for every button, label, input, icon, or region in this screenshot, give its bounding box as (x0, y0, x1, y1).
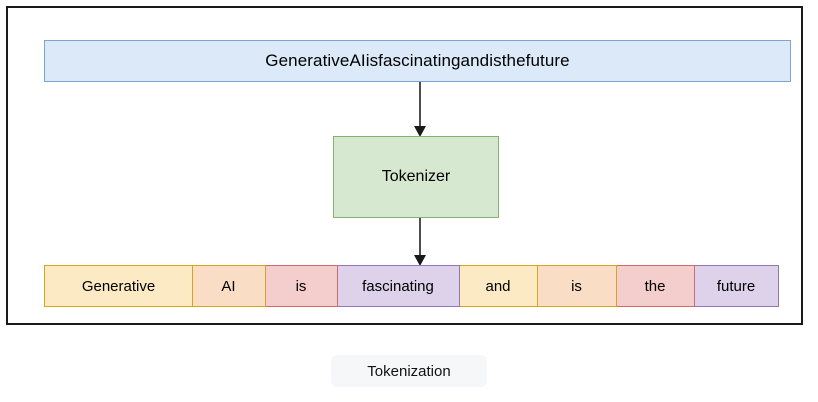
token-cell: is (264, 265, 338, 307)
token-label: is (571, 277, 582, 295)
token-label: fascinating (362, 277, 434, 295)
token-cell: and (458, 265, 538, 307)
tokenizer-box: Tokenizer (333, 136, 499, 218)
arrow-head (414, 255, 426, 266)
tokenizer-label: Tokenizer (381, 168, 451, 185)
token-label: AI (221, 277, 236, 295)
token-cell: Generative (44, 265, 193, 307)
token-cell: future (693, 265, 779, 307)
arrow-head (414, 126, 426, 137)
arrow-tokenizer-to-tokens-icon (414, 218, 427, 266)
token-cell: is (536, 265, 617, 307)
token-label: future (716, 277, 756, 295)
token-label: and (485, 277, 511, 295)
diagram-caption: Tokenization (331, 355, 487, 387)
token-label: is (295, 277, 307, 295)
diagram-caption-label: Tokenization (367, 362, 451, 380)
token-label: Generative (81, 277, 156, 295)
token-cell: fascinating (336, 265, 460, 307)
token-cell: AI (191, 265, 266, 307)
diagram-frame: GenerativeAIisfascinatingandisthefuture … (6, 6, 803, 325)
arrow-shaft (419, 218, 421, 256)
input-sentence-label: GenerativeAIisfascinatingandisthefuture (265, 51, 570, 70)
arrow-shaft (419, 82, 421, 127)
token-cell: the (615, 265, 695, 307)
arrow-input-to-tokenizer-icon (414, 82, 427, 137)
token-row: Generative AI is fascinating and is the future (44, 265, 779, 307)
input-sentence-box: GenerativeAIisfascinatingandisthefuture (44, 40, 791, 82)
token-label: the (644, 277, 666, 295)
